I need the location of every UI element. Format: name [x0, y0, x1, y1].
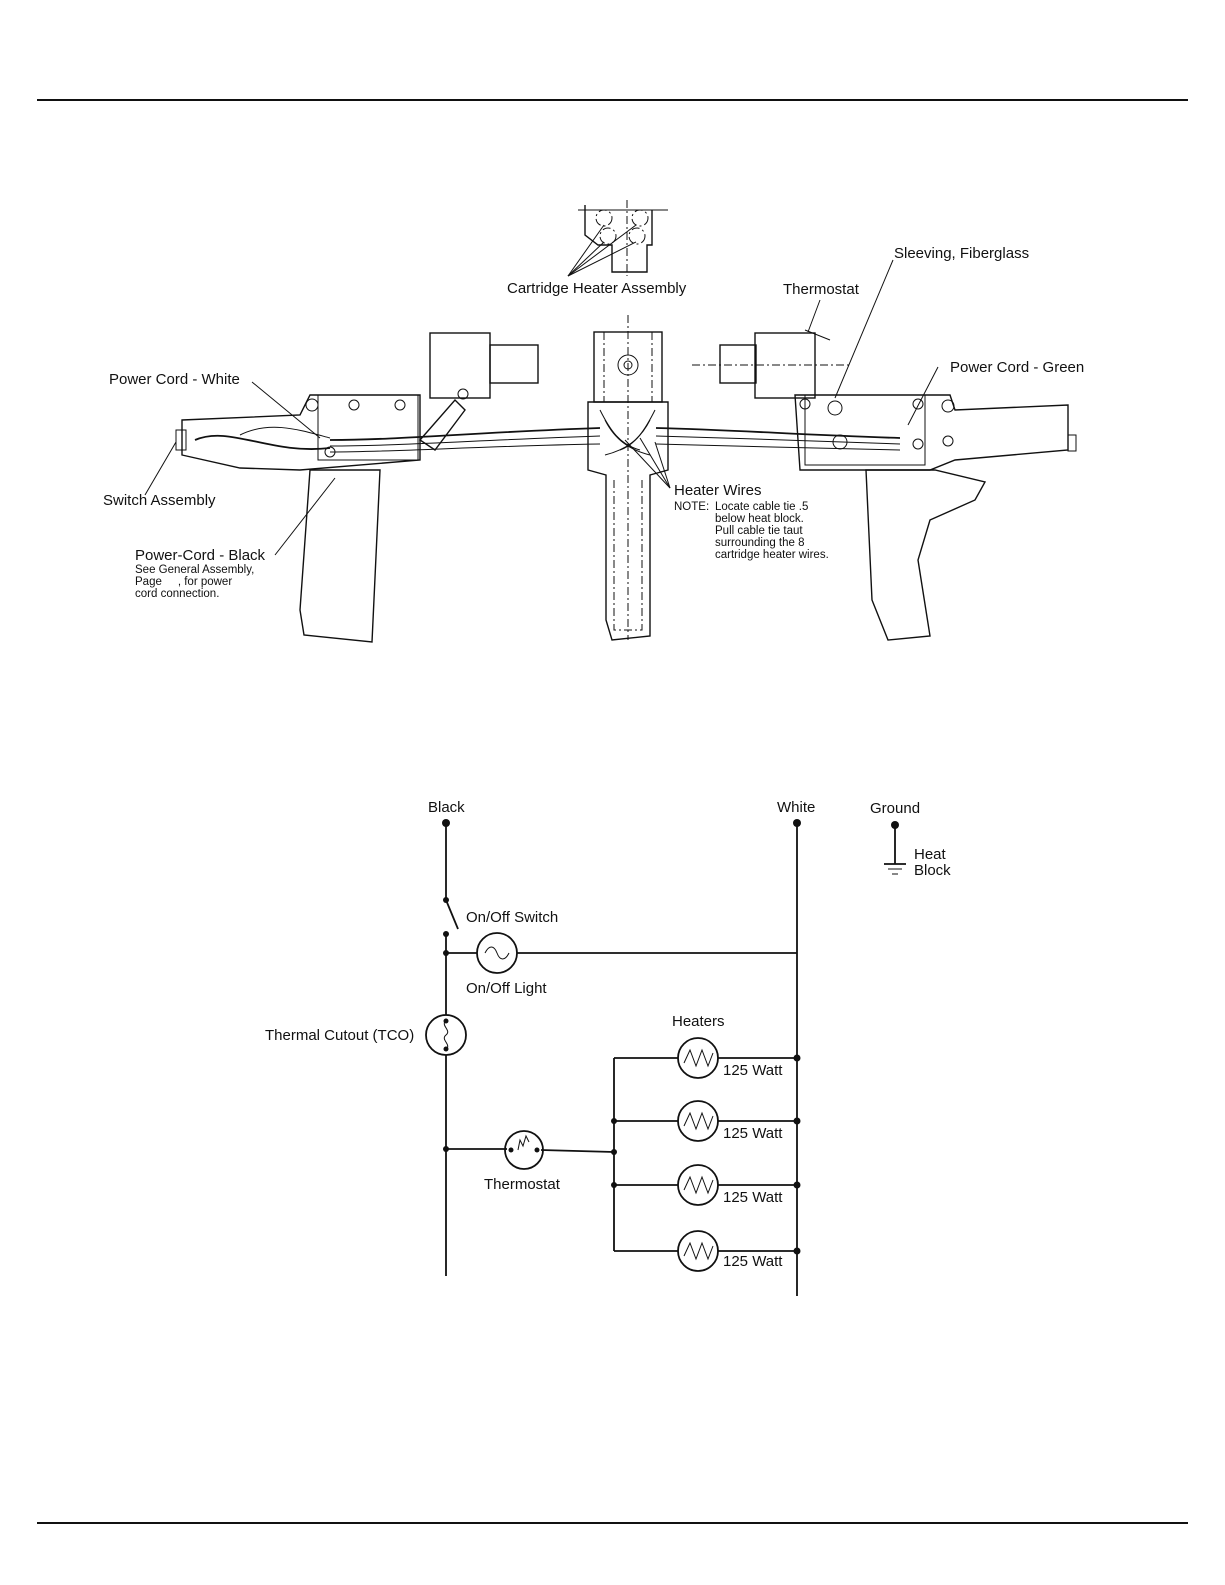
power-cord-note-line-3: cord connection. [135, 588, 219, 600]
heater-4-symbol [677, 1230, 719, 1272]
heat-block-label-line-1: Heat [914, 846, 947, 863]
note-line-1: Locate cable tie .5 [715, 501, 808, 513]
power-cord-green-label: Power Cord - Green [950, 359, 1084, 376]
ground-label: Ground [870, 800, 920, 817]
on-off-light-label: On/Off Light [466, 980, 547, 997]
cartridge-heater-detail [567, 200, 668, 277]
note-line-3: Pull cable tie taut [715, 525, 803, 537]
leader-lines [144, 259, 939, 556]
note-line-2: below heat block. [715, 513, 804, 525]
on-off-switch-label: On/Off Switch [466, 909, 558, 926]
heater-1-circuit [614, 1037, 801, 1079]
black-label: Black [428, 799, 465, 816]
cartridge-heater-assembly-label: Cartridge Heater Assembly [507, 280, 687, 297]
heater-3-circuit [614, 1164, 801, 1206]
thermostat-label: Thermostat [783, 281, 860, 298]
schematic: Black White Ground Heat Block On/Off Swi… [265, 799, 951, 1296]
assembly-drawing: Cartridge Heater Assembly Thermostat Sle… [103, 200, 1084, 643]
switch-assembly-label: Switch Assembly [103, 492, 216, 509]
heater-1-symbol [677, 1037, 719, 1079]
power-cord-note-line-2: Page , for power [135, 576, 232, 588]
heater-3-symbol [677, 1164, 719, 1206]
note-prefix: NOTE: [674, 501, 709, 513]
on-off-switch-symbol [445, 899, 459, 930]
note-line-5: cartridge heater wires. [715, 549, 829, 561]
center-gun-body [587, 315, 669, 641]
thermostat-schematic-label: Thermostat [484, 1176, 561, 1193]
left-gun-body [175, 332, 539, 643]
heater-1-rating: 125 Watt [723, 1062, 783, 1079]
heater-3-rating: 125 Watt [723, 1189, 783, 1206]
wire-bundle [329, 427, 901, 453]
tco-label: Thermal Cutout (TCO) [265, 1027, 414, 1044]
white-label: White [777, 799, 815, 816]
heater-4-rating: 125 Watt [723, 1253, 783, 1270]
heaters-label: Heaters [672, 1013, 725, 1030]
heater-2-rating: 125 Watt [723, 1125, 783, 1142]
heat-block-label-line-2: Block [914, 862, 951, 879]
heater-4-circuit [614, 1230, 801, 1272]
heater-2-circuit [614, 1100, 801, 1142]
power-cord-black-label: Power-Cord - Black [135, 547, 266, 564]
sleeving-fiberglass-label: Sleeving, Fiberglass [894, 245, 1029, 262]
note-line-4: surrounding the 8 [715, 537, 805, 549]
right-gun-body [692, 329, 1077, 641]
heater-2-symbol [677, 1100, 719, 1142]
power-cord-white-label: Power Cord - White [109, 371, 240, 388]
power-cord-note-line-1: See General Assembly, [135, 564, 254, 576]
heater-wires-label: Heater Wires [674, 482, 762, 499]
